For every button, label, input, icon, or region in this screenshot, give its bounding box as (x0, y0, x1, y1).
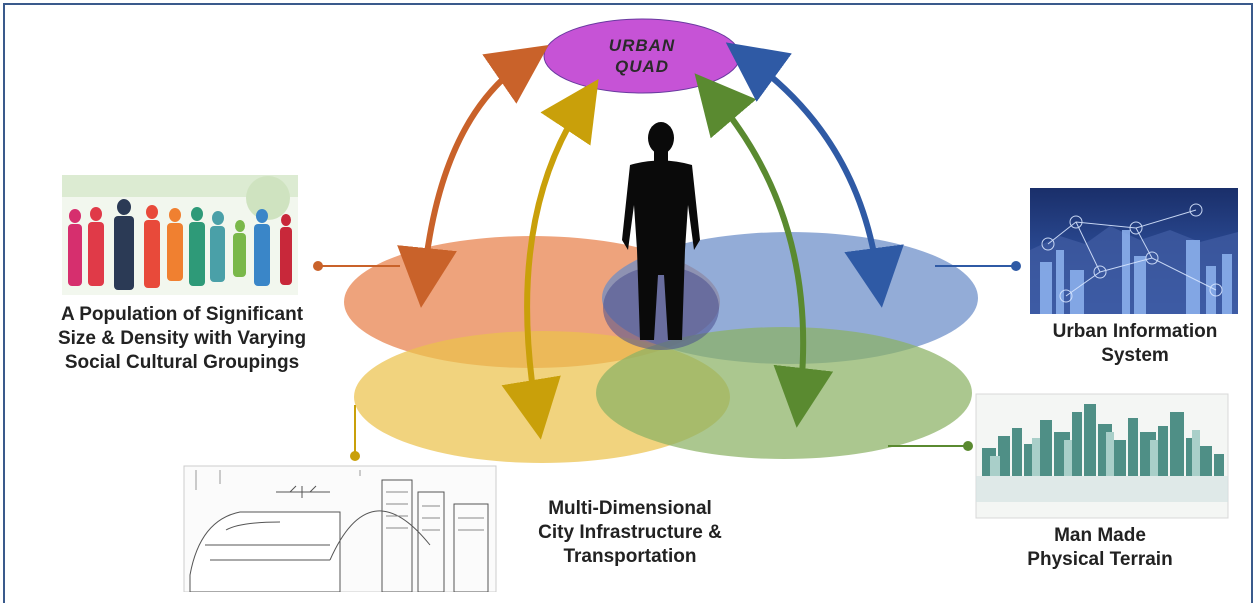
information-line-1: Urban Information (1052, 321, 1218, 342)
infrastructure-connector (350, 405, 360, 461)
population-line-2: Size & Density with Varying (57, 328, 307, 349)
skyline-image (975, 393, 1229, 519)
terrain-label: Man Made Physical Terrain (990, 524, 1210, 572)
human-figure-icon (622, 122, 700, 340)
diagram-frame (3, 3, 1253, 603)
population-arrow (397, 44, 549, 308)
information-arrow (725, 42, 904, 308)
infrastructure-label: Multi-Dimensional City Infrastructure & … (500, 497, 760, 569)
center-ellipse (603, 266, 719, 350)
infrastructure-line-2: City Infrastructure & (538, 522, 722, 543)
infrastructure-line-3: Transportation (563, 546, 697, 567)
terrain-line-2: Physical Terrain (1027, 549, 1173, 570)
population-line-1: A Population of Significant (60, 304, 304, 325)
infrastructure-line-1: Multi-Dimensional (548, 498, 712, 519)
urban-quad-line-1: URBAN (608, 36, 676, 55)
urban-quad-line-2: QUAD (614, 57, 670, 76)
crowd-silhouette-image (62, 175, 298, 295)
terrain-connector (888, 441, 973, 451)
infrastructure-arrow (501, 78, 599, 440)
urban-quad-label: URBAN QUAD (572, 35, 712, 77)
information-line-2: System (1101, 345, 1169, 366)
information-label: Urban Information System (1020, 320, 1250, 368)
population-connector (313, 261, 400, 271)
city-network-image (1030, 188, 1238, 314)
train-city-sketch-image (183, 465, 497, 592)
terrain-line-1: Man Made (1054, 525, 1146, 546)
population-line-3: Social Cultural Groupings (64, 352, 300, 373)
population-label: A Population of Significant Size & Densi… (22, 303, 342, 375)
information-connector (935, 261, 1021, 271)
